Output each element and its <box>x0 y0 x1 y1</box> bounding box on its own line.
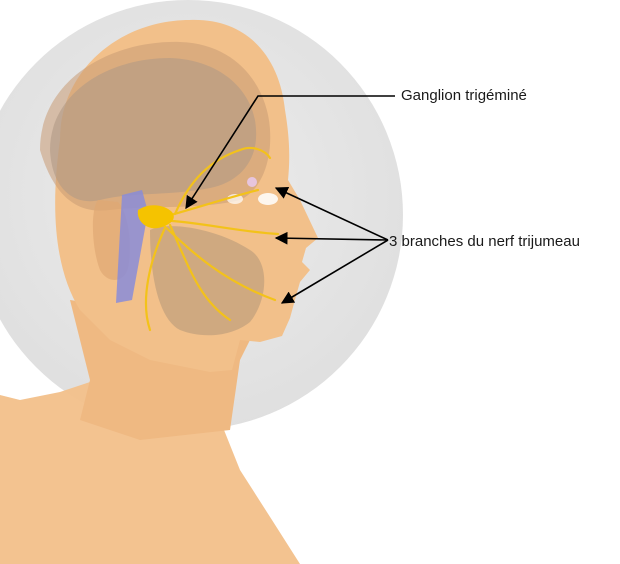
eye <box>258 193 278 205</box>
branches-label: 3 branches du nerf trijumeau <box>389 234 580 249</box>
optic-marker <box>247 177 257 187</box>
ganglion-label: Ganglion trigéminé <box>401 88 527 103</box>
